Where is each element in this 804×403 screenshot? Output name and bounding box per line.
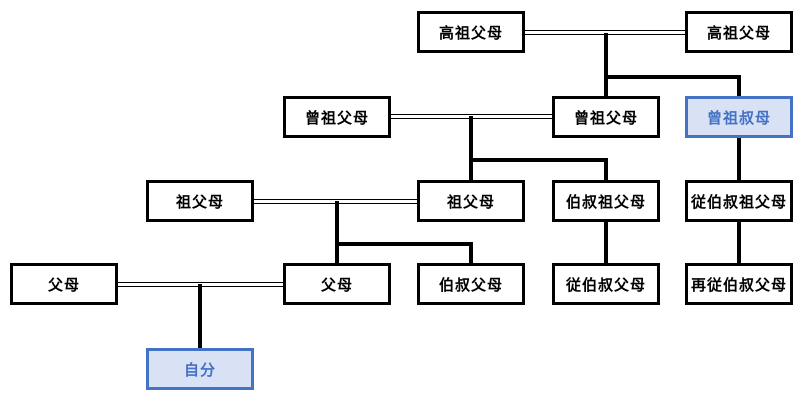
- node-great-great-grandparents-a: 高祖父母: [417, 11, 525, 53]
- descent-drop-to-grand-uncle-aunt: [604, 158, 608, 180]
- descent-line-to-grandparents: [469, 116, 473, 180]
- descent-line-grand-uncle-to-cousin-uncle: [604, 222, 608, 263]
- node-cousin-grand-uncle-aunt: 従伯叔祖父母: [685, 180, 793, 222]
- node-cousin-uncle-aunt: 従伯叔父母: [552, 263, 660, 305]
- node-great-grandparents-a: 曾祖父母: [283, 96, 391, 138]
- descent-branch-to-grand-uncle-aunt: [469, 158, 608, 162]
- descent-line-to-great-grandparents: [604, 33, 608, 96]
- descent-line-to-parents: [335, 201, 339, 263]
- descent-branch-to-uncle-aunt: [335, 242, 473, 246]
- node-parents-a: 父母: [10, 263, 118, 305]
- descent-line-to-self: [198, 284, 202, 348]
- node-self: 自分: [146, 348, 254, 390]
- node-second-cousin-uncle-aunt: 再従伯叔父母: [685, 263, 793, 305]
- descent-line-cousin-grand-uncle-to-second-cousin-uncle: [737, 222, 741, 263]
- descent-drop-to-uncle-aunt: [469, 242, 473, 263]
- node-great-great-grandparents-b: 高祖父母: [685, 11, 793, 53]
- node-great-grandparents-b: 曾祖父母: [552, 96, 660, 138]
- descent-drop-to-great-grand-uncle-aunt: [737, 75, 741, 96]
- node-parents-b: 父母: [283, 263, 391, 305]
- node-grandparents-b: 祖父母: [417, 180, 525, 222]
- node-grandparents-a: 祖父母: [146, 180, 254, 222]
- node-great-grand-uncle-aunt: 曾祖叔母: [685, 96, 793, 138]
- descent-line-great-grand-uncle-to-cousin-grand-uncle: [737, 138, 741, 180]
- node-uncle-aunt: 伯叔父母: [417, 263, 525, 305]
- node-grand-uncle-aunt: 伯叔祖父母: [552, 180, 660, 222]
- descent-branch-to-great-grand-uncle-aunt: [604, 75, 741, 79]
